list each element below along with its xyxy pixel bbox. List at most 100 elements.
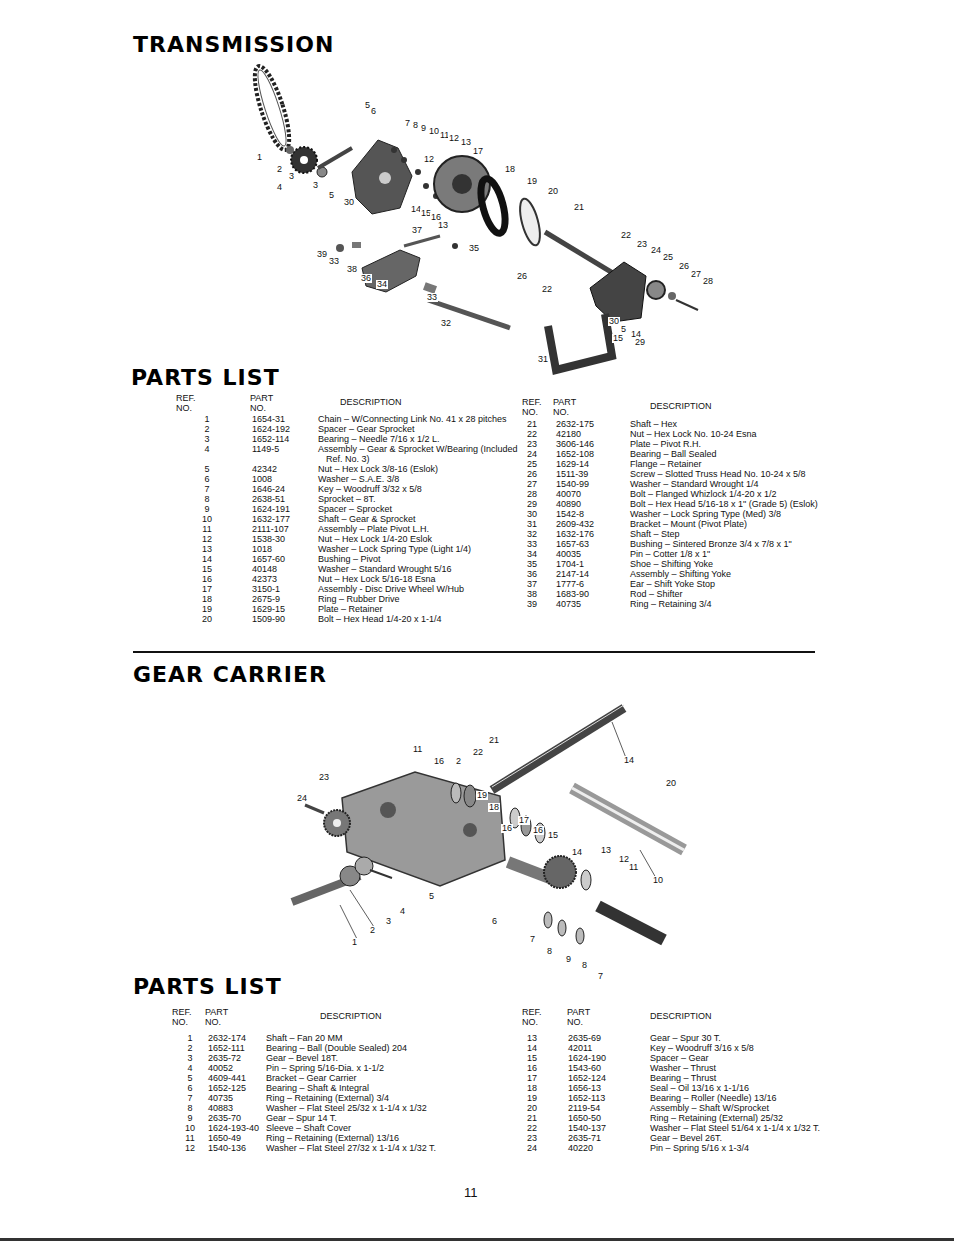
part-description: Washer – S.A.E. 3/8 xyxy=(318,474,518,484)
ref-number: 9 xyxy=(196,504,218,514)
sprocket-hub xyxy=(300,156,308,164)
ref-number: 23 xyxy=(520,439,544,449)
part-number: 1540-99 xyxy=(556,479,589,489)
part-description: Bolt – Flanged Whizlock 1/4-20 x 1/2 xyxy=(630,489,845,499)
ref-number: 35 xyxy=(520,559,544,569)
callout-number: 13 xyxy=(600,846,612,855)
ref-number: 34 xyxy=(520,549,544,559)
callout-number: 11 xyxy=(412,745,423,754)
ref-number: 39 xyxy=(520,599,544,609)
part-description: Bolt – Hex Head 1/4-20 x 1-1/4 xyxy=(318,614,518,624)
callout-number: 22 xyxy=(541,285,553,294)
ref-number: 17 xyxy=(520,1073,544,1083)
ref-number: 21 xyxy=(520,419,544,429)
bevel-gear-18 xyxy=(355,857,373,875)
part-description: Nut – Hex Lock 3/8-16 (Eslok) xyxy=(318,464,518,474)
section-rule xyxy=(133,651,815,653)
ref-number: 20 xyxy=(520,1103,544,1113)
part-description: Washer – Flat Steel 51/64 x 1-1/4 x 1/32… xyxy=(650,1123,900,1133)
ref-number: 5 xyxy=(196,464,218,474)
ref-number: 26 xyxy=(520,469,544,479)
ref-number: 21 xyxy=(520,1113,544,1123)
nut xyxy=(423,183,429,189)
callout-number: 23 xyxy=(318,773,330,782)
part-description: Ring – Retaining 3/4 xyxy=(630,599,845,609)
ref-number: 18 xyxy=(520,1083,544,1093)
nut xyxy=(415,169,421,175)
column-header: PART NO. xyxy=(250,393,280,413)
callout-number: 7 xyxy=(404,119,411,128)
part-description: Bushing – Sintered Bronze 3/4 x 7/8 x 1" xyxy=(630,539,845,549)
part-description: Gear – Bevel 26T. xyxy=(650,1133,900,1143)
ref-number: 6 xyxy=(180,1083,200,1093)
part-description: Seal – Oil 13/16 x 1-1/16 xyxy=(650,1083,900,1093)
callout-number: 1 xyxy=(256,153,263,162)
ref-number: 5 xyxy=(180,1073,200,1083)
part-description: Ring – Rubber Drive xyxy=(318,594,518,604)
ref-number: 24 xyxy=(520,449,544,459)
callout-number: 19 xyxy=(476,791,488,800)
part-description: Flange – Retainer xyxy=(630,459,845,469)
part-number: 40735 xyxy=(208,1093,233,1103)
part-description: Pin – Spring 5/16-Dia. x 1-1/2 xyxy=(266,1063,516,1073)
ref-number: 13 xyxy=(520,1033,544,1043)
callout-number: 20 xyxy=(665,779,677,788)
part-number: 1511-39 xyxy=(556,469,588,479)
callout-number: 13 xyxy=(437,221,449,230)
ref-number: 1 xyxy=(196,414,218,424)
part-description: Bearing – Thrust xyxy=(650,1073,900,1083)
ref-number: 18 xyxy=(196,594,218,604)
ref-number: 13 xyxy=(196,544,218,554)
callout-number: 27 xyxy=(690,270,702,279)
callout-number: 24 xyxy=(296,794,308,803)
part-description: Gear – Bevel 18T. xyxy=(266,1053,516,1063)
callout-number: 3 xyxy=(288,172,295,181)
callout-number: 9 xyxy=(420,124,427,133)
part-description: Plate – Retainer xyxy=(318,604,518,614)
ref-number: 6 xyxy=(196,474,218,484)
washer xyxy=(544,912,552,928)
callout-number: 6 xyxy=(491,917,498,926)
part-description: Bearing – Shaft & Integral xyxy=(266,1083,516,1093)
callout-number: 15 xyxy=(547,831,559,840)
bearing xyxy=(464,785,476,807)
screw xyxy=(676,300,698,310)
callout-number: 5 xyxy=(428,892,435,901)
gear-hub xyxy=(333,819,341,827)
part-number: 4609-441 xyxy=(208,1073,246,1083)
section-heading: TRANSMISSION xyxy=(133,34,334,56)
part-number: 1657-63 xyxy=(556,539,589,549)
part-description: Sprocket – 8T. xyxy=(318,494,518,504)
part-number: 2635-72 xyxy=(208,1053,241,1063)
part-description: Spacer – Sprocket xyxy=(318,504,518,514)
part-description: Washer – Lock Spring Type (Med) 3/8 xyxy=(630,509,845,519)
column-header: DESCRIPTION xyxy=(650,1011,712,1021)
ref-number: 12 xyxy=(180,1143,200,1153)
section-heading: PARTS LIST xyxy=(131,367,280,389)
part-number: 40052 xyxy=(208,1063,233,1073)
part-description: Washer – Standard Wrought 5/16 xyxy=(318,564,518,574)
part-number: 2632-175 xyxy=(556,419,594,429)
part-description: Assembly – Shifting Yoke xyxy=(630,569,845,579)
part-number: 1624-191 xyxy=(252,504,290,514)
ref-number: 30 xyxy=(520,509,544,519)
callout-number: 37 xyxy=(411,226,423,235)
ref-number: 31 xyxy=(520,519,544,529)
retainer-plate xyxy=(516,197,544,248)
part-description: Nut – Hex Lock No. 10-24 Esna xyxy=(630,429,845,439)
transmission-drawing xyxy=(248,63,698,370)
callout-number: 8 xyxy=(581,961,588,970)
part-description: Nut – Hex Lock 5/16-18 Esna xyxy=(318,574,518,584)
callout-number: 13 xyxy=(460,138,472,147)
callout-number: 15 xyxy=(612,334,624,343)
part-description: Shaft – Step xyxy=(630,529,845,539)
part-description: Gear – Spur 30 T. xyxy=(650,1033,900,1043)
callout-number: 33 xyxy=(426,293,438,302)
ref-number: 19 xyxy=(196,604,218,614)
retaining-ring xyxy=(336,244,344,252)
bushing xyxy=(352,242,361,248)
part-description: Assembly – Gear & Sprocket W/Bearing (In… xyxy=(318,444,518,464)
flange xyxy=(668,292,676,300)
ref-number: 16 xyxy=(520,1063,544,1073)
ref-number: 8 xyxy=(180,1103,200,1113)
